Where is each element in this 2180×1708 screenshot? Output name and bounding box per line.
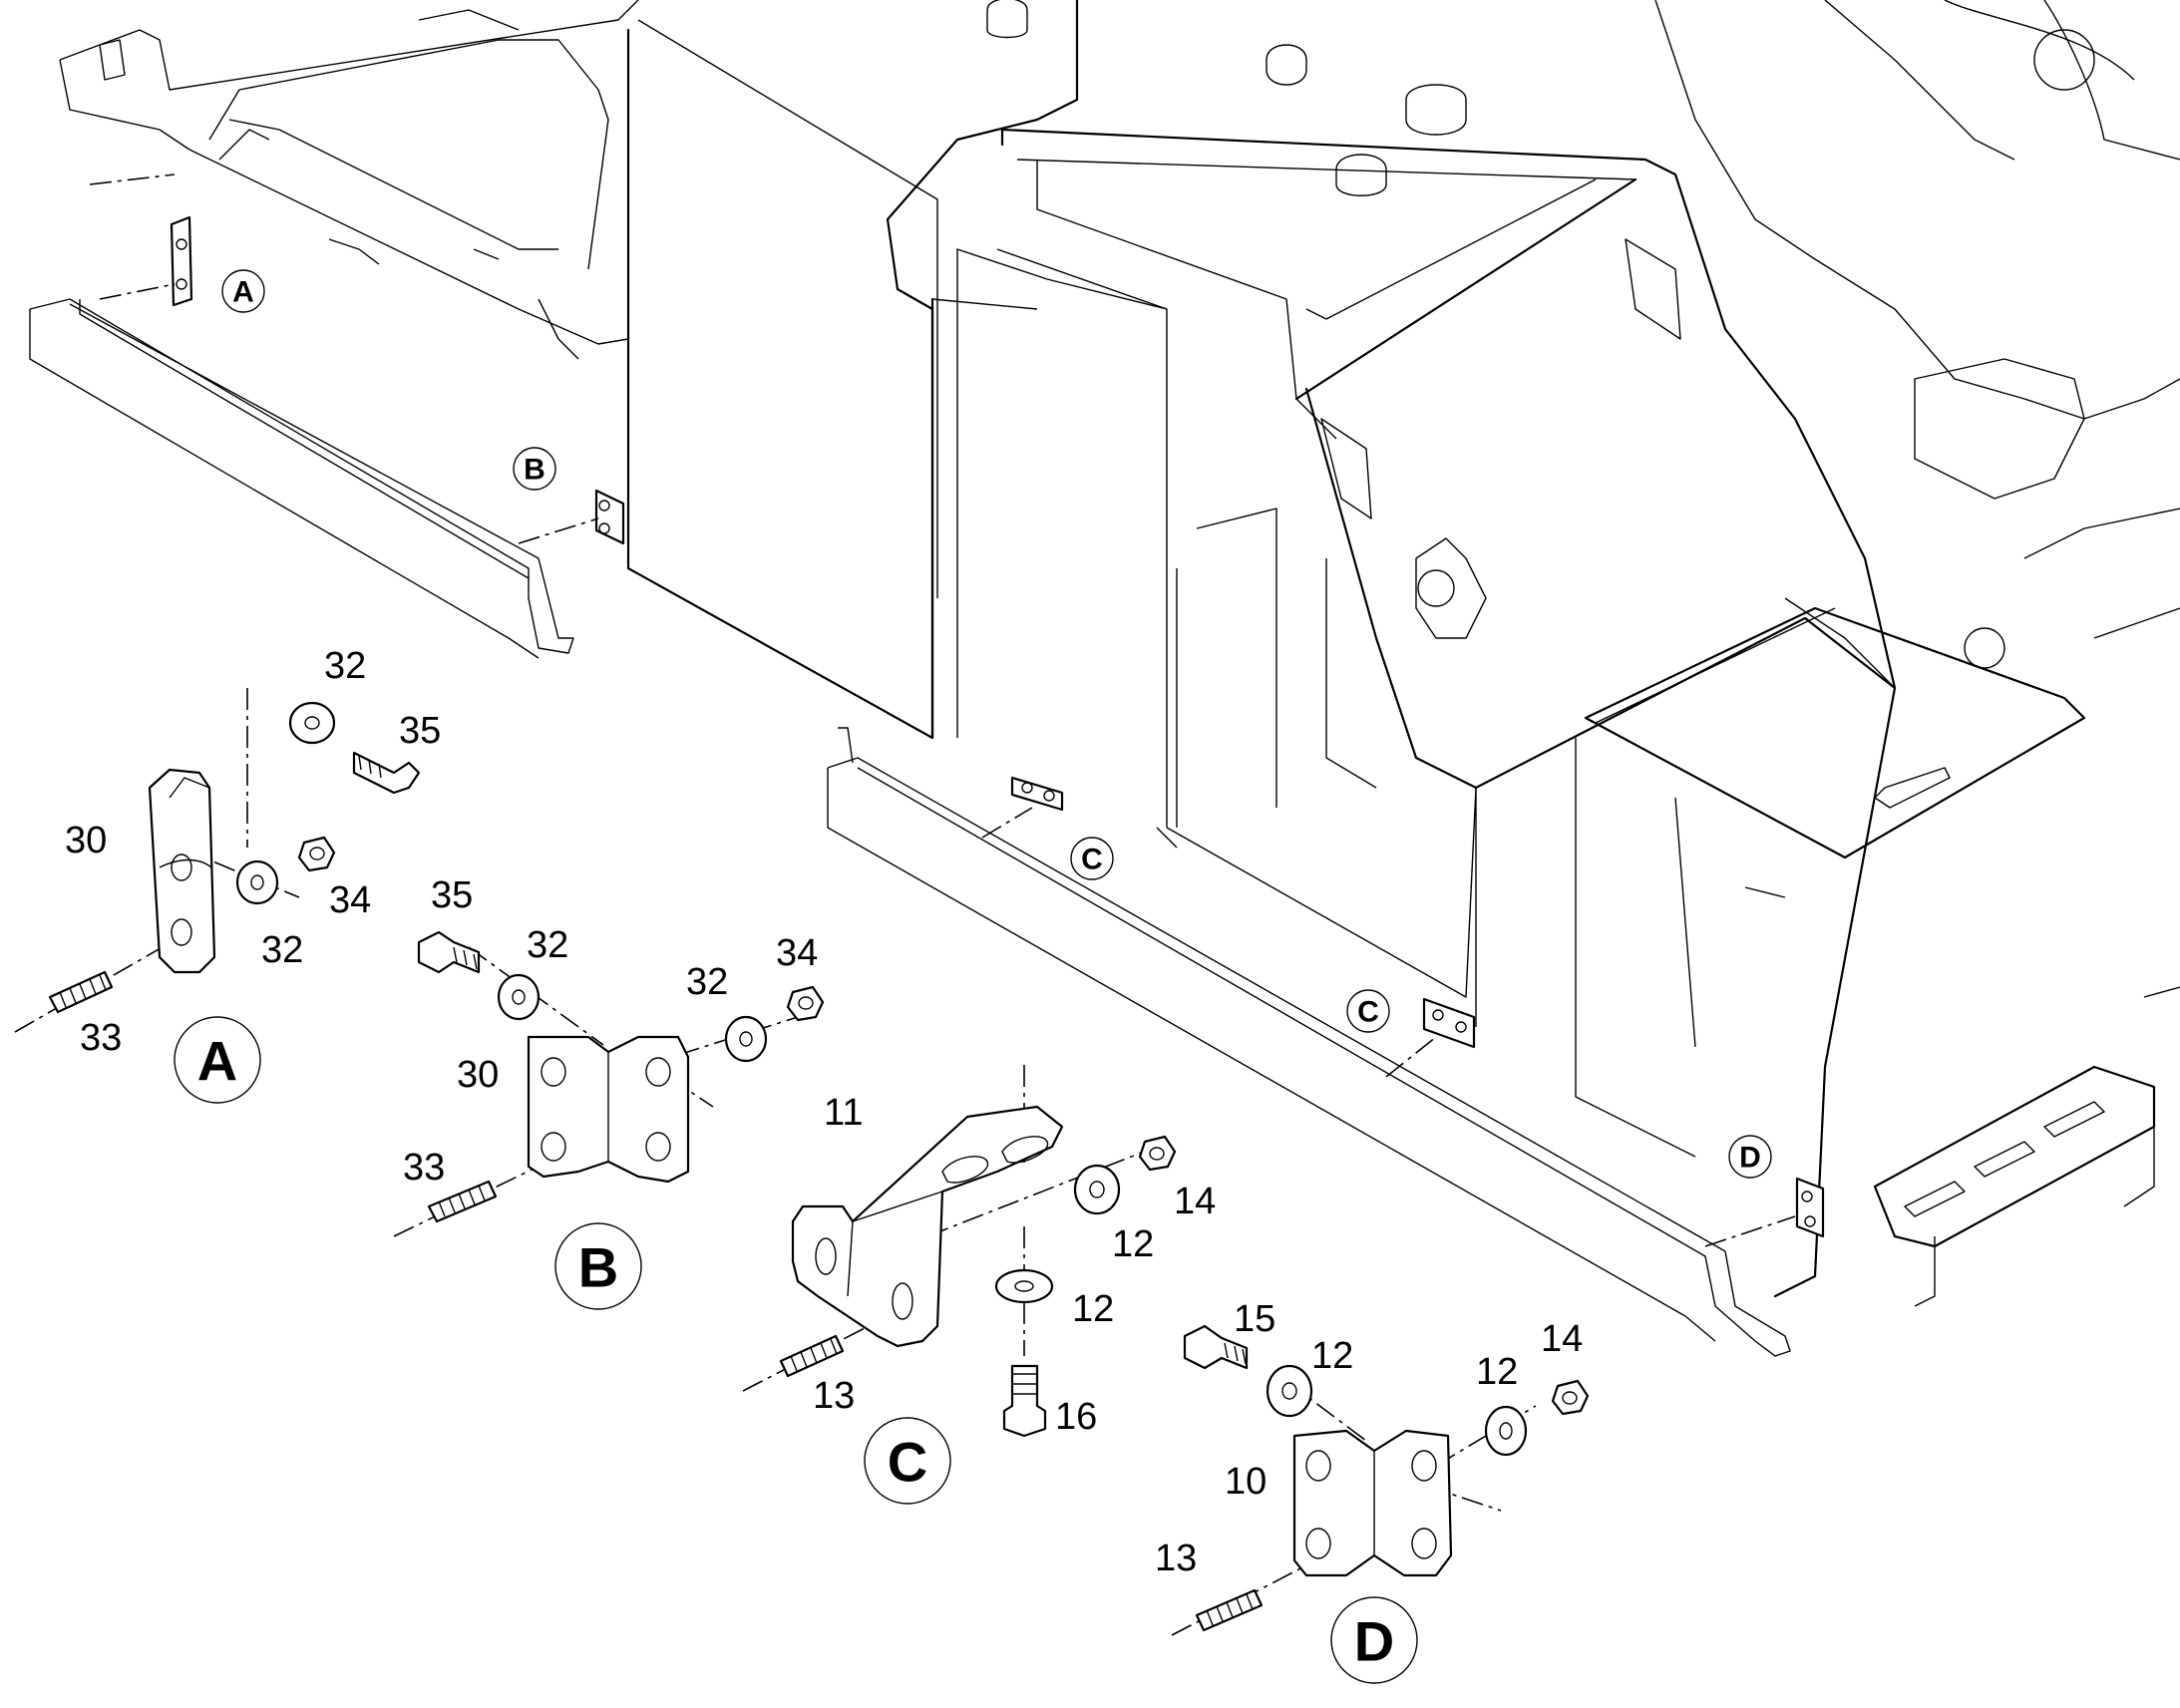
location-marker-b: B [513, 447, 556, 491]
detail-c-bracket-number: 11 [824, 1092, 863, 1134]
detail-a-washer-top-number: 32 [324, 645, 366, 687]
detail-b-nut-number: 34 [776, 932, 818, 974]
location-marker-b-label: B [524, 454, 545, 487]
left-rail [29, 298, 574, 659]
detail-b-washer-right-number: 32 [686, 961, 728, 1003]
detail-b-bracket-number: 30 [457, 1054, 499, 1096]
detail-c-nut-number: 14 [1174, 1181, 1216, 1222]
upper-frame-outline [59, 0, 639, 360]
detail-d: 15 12 12 14 10 13 D [1155, 1298, 1590, 1684]
mounted-bracket-d [1704, 1177, 1825, 1247]
location-marker-c1: C [1070, 837, 1114, 880]
location-marker-a-label: A [232, 276, 254, 309]
detail-a-bracket-number: 30 [65, 820, 107, 861]
detail-c-label: C [888, 1431, 927, 1494]
detail-c-bolt-number: 16 [1055, 1396, 1097, 1438]
detail-b-washer-left-number: 32 [527, 924, 568, 966]
mounted-bracket-c1 [981, 776, 1064, 839]
detail-a-label: A [197, 1030, 237, 1093]
detail-c-stud-number: 13 [813, 1375, 855, 1417]
mounted-bracket-b [518, 489, 625, 545]
right-rail [827, 727, 1791, 1357]
detail-c-washer-right-number: 12 [1112, 1223, 1154, 1265]
detail-a-bolt-number: 35 [399, 710, 441, 752]
detail-d-washer-left-number: 12 [1311, 1335, 1353, 1377]
location-marker-d: D [1728, 1135, 1772, 1179]
detail-d-washer-right-number: 12 [1476, 1351, 1518, 1393]
detail-a-washer-side-number: 32 [261, 929, 303, 971]
detail-d-label: D [1354, 1610, 1394, 1673]
detail-a: 32 35 30 34 32 33 A [14, 645, 441, 1104]
location-marker-c2-label: C [1357, 996, 1379, 1029]
location-marker-c2: C [1346, 989, 1390, 1033]
detail-b-label: B [578, 1236, 618, 1299]
detail-b-bolt-number: 35 [431, 874, 473, 916]
detail-a-stud-number: 33 [80, 1017, 122, 1059]
detail-d-bolt-number: 15 [1234, 1298, 1275, 1340]
location-marker-a: A [221, 269, 265, 313]
detail-b-stud-number: 33 [403, 1147, 445, 1189]
mounted-bracket-c2 [1385, 997, 1476, 1078]
detail-a-nut-number: 34 [329, 879, 371, 921]
detail-d-stud-number: 13 [1155, 1537, 1197, 1579]
location-marker-c1-label: C [1081, 844, 1103, 876]
boom-frame [1654, 0, 2180, 689]
detail-d-nut-number: 14 [1541, 1318, 1583, 1360]
detail-c: 11 12 14 12 13 16 C [742, 1065, 1216, 1505]
detail-b: 35 32 32 34 30 33 B [393, 874, 825, 1310]
detail-d-bracket-number: 10 [1225, 1461, 1267, 1503]
step-platform [1873, 986, 2180, 1307]
location-marker-d-label: D [1739, 1142, 1761, 1175]
mounted-bracket-a [89, 173, 193, 307]
detail-c-washer-bottom-number: 12 [1072, 1288, 1114, 1330]
